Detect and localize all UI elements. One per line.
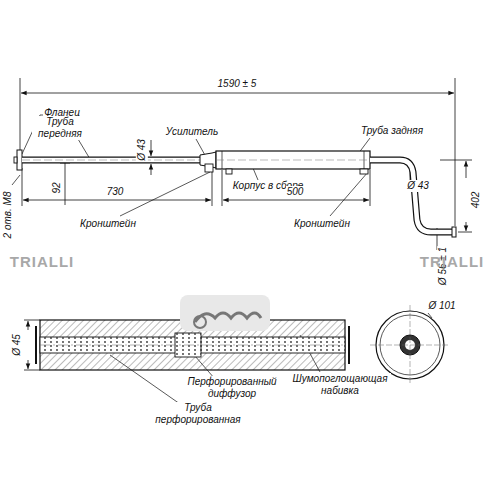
drawing-label: 500 (286, 186, 305, 198)
drawing-label: Ø 43 (406, 180, 430, 192)
flange (17, 150, 22, 170)
logo-emblem (180, 295, 270, 331)
drawing-label: Труба задняя (360, 125, 424, 137)
watermark: TRIALLI (419, 256, 486, 268)
drawing-label: Перфорированный диффузор (181, 376, 283, 400)
leader-lines (12, 115, 432, 404)
drawing-label: Ø 101 (427, 300, 456, 312)
drawing-label: Труба передняя (32, 116, 89, 140)
front-pipe (17, 150, 216, 170)
rear-pipe (370, 160, 456, 237)
drawing-label: 402 (470, 191, 482, 210)
drawing-label: Кронштейн (79, 218, 137, 230)
muffler-body (216, 151, 370, 169)
drawing-label: 92 (51, 181, 63, 194)
drawing-label: 2 отв. М8 (2, 191, 14, 240)
drawing-label: Ø 45 (11, 333, 23, 357)
brackets (14, 157, 368, 174)
drawing-label: Труба перфорированная (147, 402, 249, 426)
drawing-label: 1590 ± 5 (217, 78, 258, 90)
drawing-label: Ø 43 (136, 138, 148, 162)
drawing-label: Кронштейн (293, 218, 351, 230)
drawing-label: 730 (106, 186, 125, 198)
watermark: TRIALLI (9, 256, 76, 268)
drawing-label: Усилитель (165, 126, 219, 138)
drawing-label: Шумопоглощающая набивка (289, 373, 391, 397)
